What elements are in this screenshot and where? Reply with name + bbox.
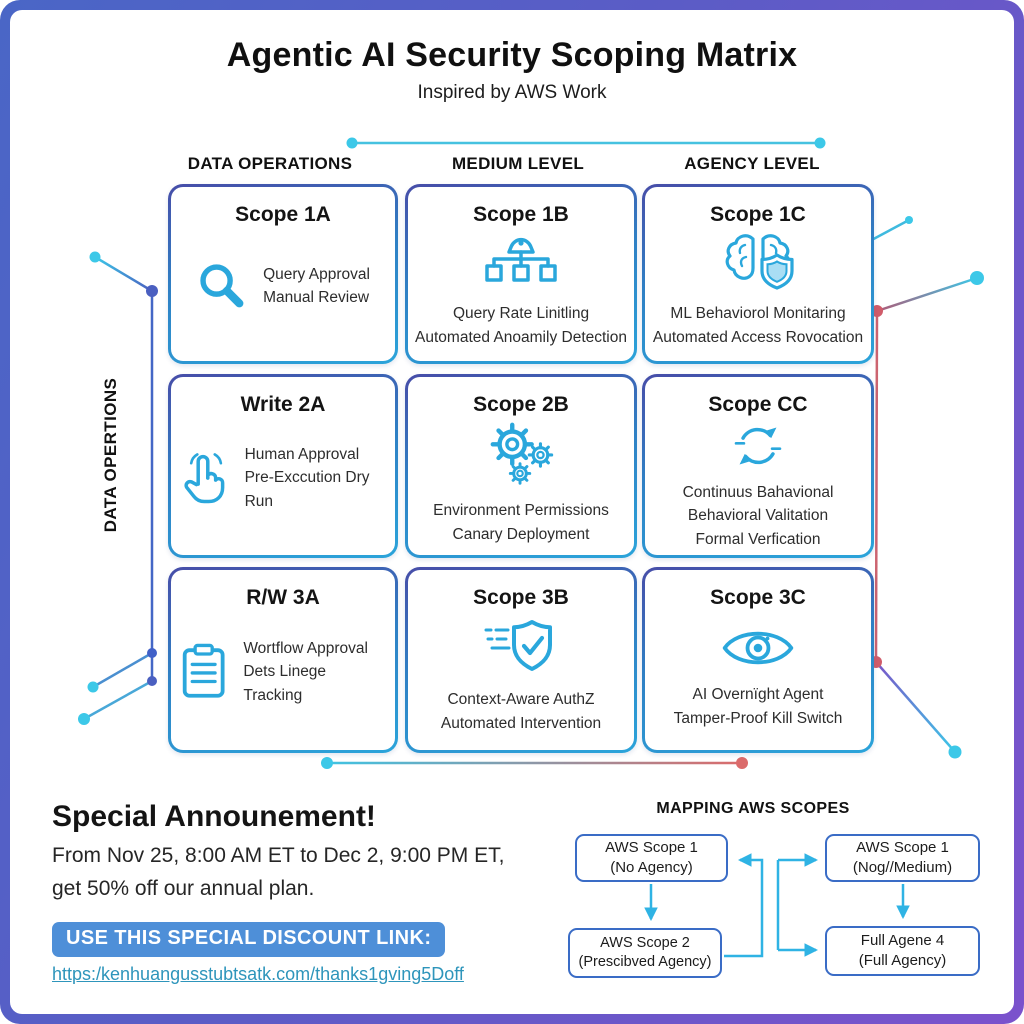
card-line: Automated Anoamily Detection bbox=[415, 328, 627, 346]
clipboard-icon bbox=[182, 643, 225, 698]
mapping-box-aws-scope-1-medium: AWS Scope 1 (Nog//Medium) bbox=[825, 834, 980, 882]
tap-hand-icon bbox=[184, 453, 225, 504]
row-axis-label: DATA OPERTIONS bbox=[101, 377, 120, 533]
mapping-box-line: (Full Agency) bbox=[858, 952, 947, 969]
mapping-box-line: (No Agency) bbox=[610, 859, 693, 876]
card-scope-2b: Scope 2B Environment Permissions Canary … bbox=[405, 374, 637, 558]
column-header-agency-level: AGENCY LEVEL bbox=[684, 154, 820, 173]
card-line: Manual Review bbox=[263, 289, 370, 306]
card-title: Scope 2B bbox=[473, 393, 569, 416]
card-scope-3c: Scope 3C AI Overnïght Agent Tamper-Proof… bbox=[642, 567, 874, 753]
mapping-box-line: AWS Scope 2 bbox=[600, 934, 690, 951]
card-title: R/W 3A bbox=[246, 586, 320, 609]
card-line: ML Behaviorol Monitaring bbox=[670, 305, 846, 323]
card-line: Canary Deployment bbox=[452, 525, 590, 543]
card-write-2a: Write 2A Human Approval Pre-Exccution Dr… bbox=[168, 374, 398, 558]
card-line: Automated Access Rovocation bbox=[652, 328, 864, 346]
page-subtitle: Inspired by AWS Work bbox=[417, 82, 607, 103]
card-scope-1c: Scope 1C ML Behaviorol Monitaring Automa… bbox=[642, 184, 874, 364]
announcement-line-1: From Nov 25, 8:00 AM ET to Dec 2, 9:00 P… bbox=[52, 844, 505, 867]
card-title: Scope 3B bbox=[473, 586, 569, 609]
gears-icon bbox=[490, 422, 554, 485]
card-scope-cc: Scope CC Continuus Bahavional Behavioral… bbox=[642, 374, 874, 558]
mapping-box-line: (Nog//Medium) bbox=[852, 859, 953, 876]
shield-check-icon bbox=[484, 620, 552, 672]
card-line: Query Approval bbox=[263, 265, 370, 283]
brain-shield-icon bbox=[725, 234, 794, 290]
card-rw-3a: R/W 3A Wortflow Approval Dets Linege Tra… bbox=[168, 567, 398, 753]
card-scope-1b: Scope 1B Query Rate Linitling Automated … bbox=[405, 184, 637, 364]
card-scope-3b: Scope 3B Context-Aware AuthZ Automated I… bbox=[405, 567, 637, 753]
card-title: Scope 1B bbox=[473, 203, 569, 226]
card-line: Query Rate Linitling bbox=[452, 305, 590, 323]
announcement-line-2: get 50% off our annual plan. bbox=[52, 877, 315, 900]
card-line: Pre-Exccution Dry Run bbox=[244, 469, 370, 510]
mapping-box-aws-scope-2-prescribed: AWS Scope 2 (Prescibved Agency) bbox=[568, 928, 722, 978]
magnifier-icon bbox=[200, 264, 244, 308]
card-line: AI Overnïght Agent bbox=[692, 686, 824, 704]
card-line: Dets Linege Tracking bbox=[243, 663, 327, 704]
mapping-box-line: AWS Scope 1 bbox=[605, 839, 698, 857]
card-line: Automated Intervention bbox=[440, 714, 602, 732]
card-title: Scope CC bbox=[708, 393, 808, 416]
card-scope-1a: Scope 1A Query Approval Manual Review bbox=[168, 184, 398, 364]
card-title: Scope 3C bbox=[710, 586, 806, 609]
mapping-box-line: Full Agene 4 bbox=[860, 932, 945, 950]
mapping-box-line: (Prescibved Agency) bbox=[578, 954, 712, 970]
card-line: Context-Aware AuthZ bbox=[447, 691, 595, 709]
mapping-section-title: MAPPING AWS SCOPES bbox=[656, 800, 850, 817]
card-line: Tamper-Proof Kill Switch bbox=[673, 709, 843, 727]
card-line: Wortflow Approval bbox=[243, 640, 368, 658]
page-title: Agentic AI Security Scoping Matrix bbox=[226, 36, 798, 74]
card-line: Environment Permissions bbox=[433, 502, 609, 520]
mapping-box-line: AWS Scope 1 bbox=[856, 839, 949, 857]
alert-hierarchy-icon bbox=[485, 238, 557, 282]
column-header-data-operations: DATA OPERATIONS bbox=[187, 154, 353, 173]
eye-icon bbox=[722, 632, 794, 665]
card-line: Formal Verfication bbox=[695, 530, 821, 548]
card-title: Write 2A bbox=[240, 393, 326, 416]
column-header-medium-level: MEDIUM LEVEL bbox=[451, 154, 585, 173]
cycle-arrows-icon bbox=[734, 427, 782, 465]
announcement-title: Special Announement! bbox=[52, 800, 376, 833]
card-line: Behavioral Valitation bbox=[687, 507, 829, 525]
discount-link-button[interactable]: USE THIS SPECIAL DISCOUNT LINK: bbox=[52, 922, 446, 957]
card-title: Scope 1A bbox=[235, 203, 331, 226]
card-title: Scope 1C bbox=[710, 203, 806, 226]
mapping-box-aws-scope-1-no-agency: AWS Scope 1 (No Agency) bbox=[575, 834, 728, 882]
card-line: Human Approval bbox=[244, 446, 360, 464]
discount-link[interactable]: https:/kenhuangusstubtsatk.com/thanks1gv… bbox=[52, 964, 464, 984]
mapping-box-full-agency: Full Agene 4 (Full Agency) bbox=[825, 926, 980, 976]
card-line: Continuus Bahavional bbox=[682, 484, 834, 501]
